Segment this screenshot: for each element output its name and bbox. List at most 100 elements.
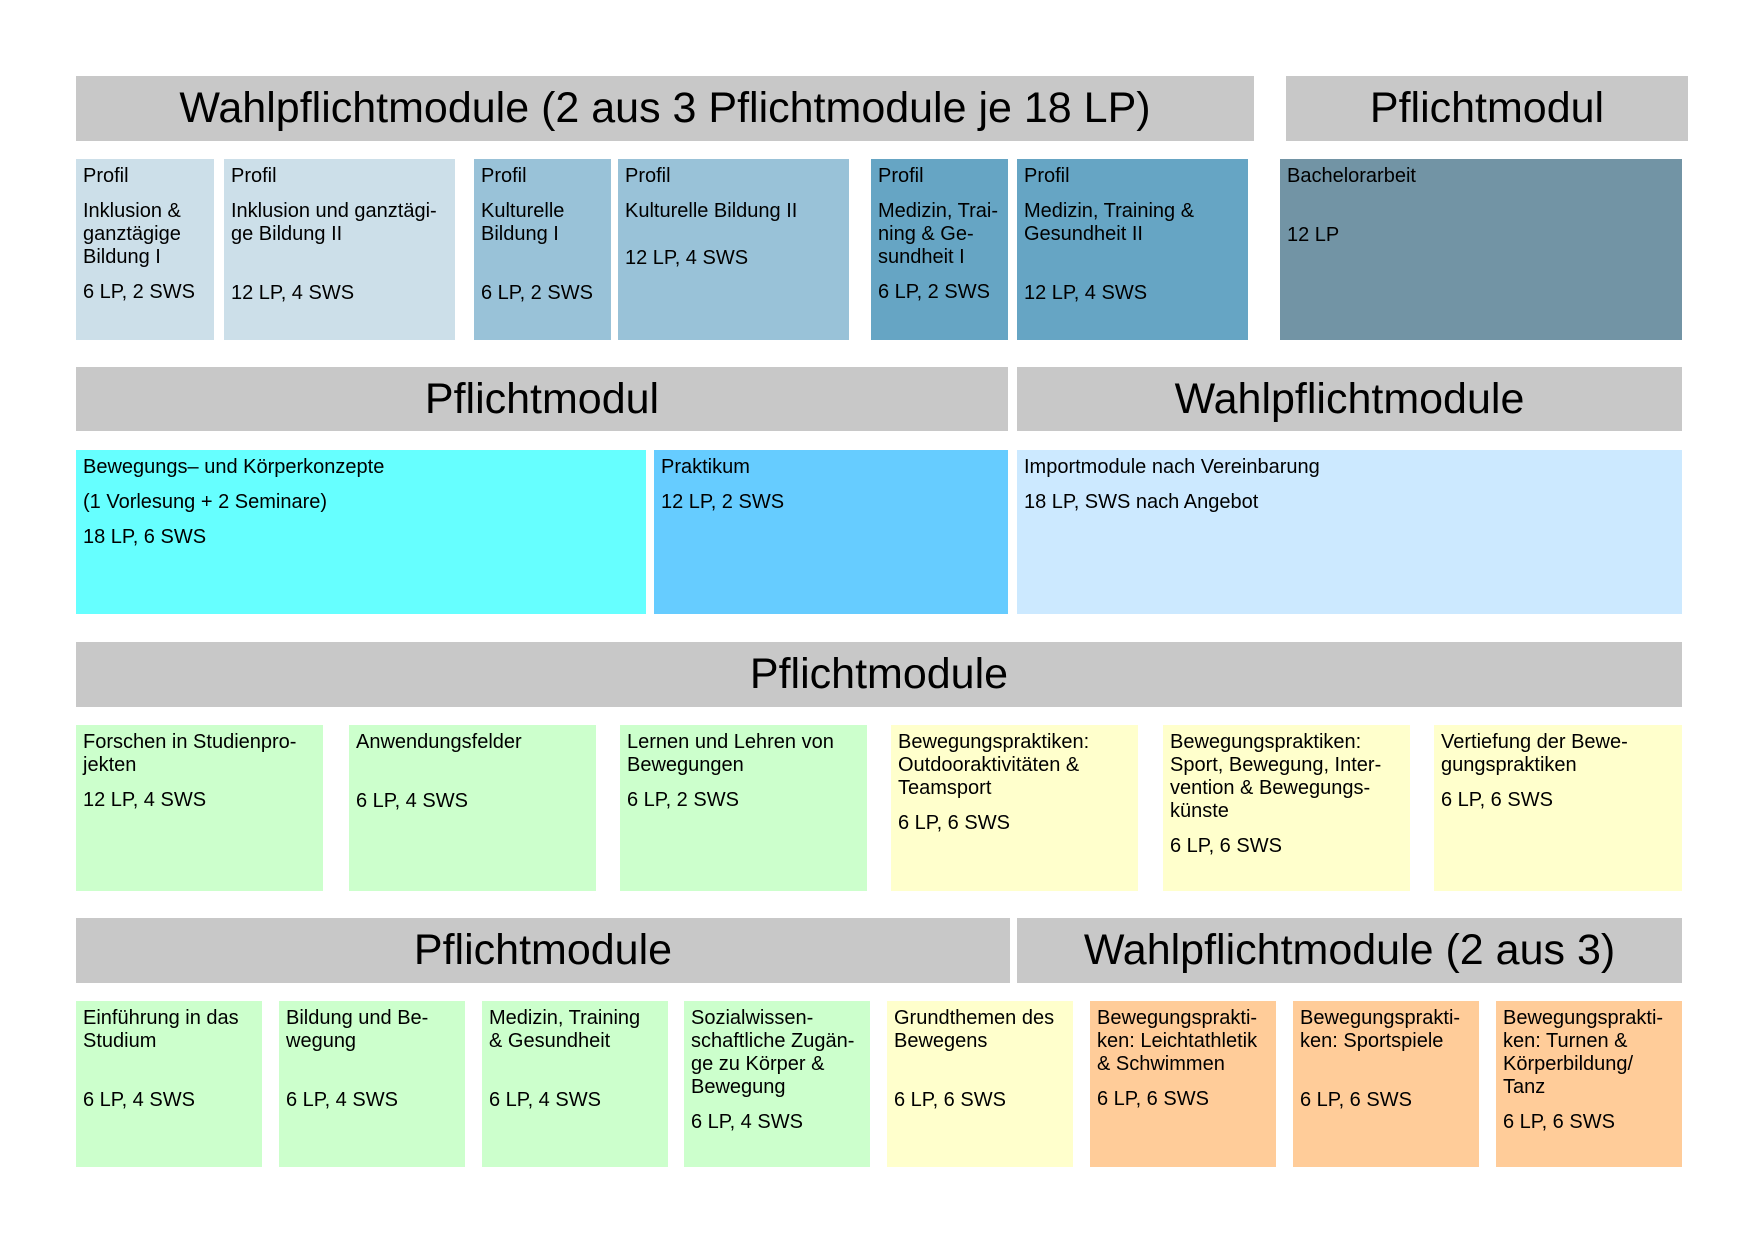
module-text-line: 12 LP, 4 SWS — [83, 789, 207, 811]
module-text-line: Bewegens — [894, 1030, 988, 1052]
line-gap — [83, 269, 207, 281]
module-text-line: Sozialwissen- — [691, 1007, 814, 1029]
module-text-line: Lernen und Lehren von — [627, 731, 834, 753]
module-text-line: Profil — [878, 165, 924, 187]
row4-header-wahlpflicht-2aus3: Wahlpflichtmodule (2 aus 3) — [1017, 918, 1682, 983]
module-text-line: 6 LP, 6 SWS — [1300, 1089, 1412, 1111]
module-text-line: 12 LP, 4 SWS — [1024, 282, 1148, 304]
module-text-line: Inklusion und ganztägi- — [231, 200, 437, 222]
line-gap — [481, 246, 604, 258]
module-text-line: schaftliche Zugän- — [691, 1030, 855, 1052]
line-gap — [83, 1053, 255, 1065]
module-text-line: 6 LP, 6 SWS — [1441, 789, 1553, 811]
line-gap — [489, 1065, 661, 1077]
module-text-line: Einführung in das — [83, 1007, 239, 1029]
module-leichtathletik: Bewegungsprakti-ken: Leichtathletik& Sch… — [1090, 1001, 1276, 1167]
module-text-line: Outdooraktivitäten & — [898, 754, 1080, 776]
line-gap — [1024, 479, 1675, 491]
module-text-line: Bewegungs– und Körperkonzepte — [83, 456, 385, 478]
module-text-line: 18 LP, 6 SWS — [83, 526, 207, 548]
module-text-line: Bewegungsprakti- — [1097, 1007, 1258, 1029]
line-gap — [286, 1065, 458, 1077]
module-text-line: gungspraktiken — [1441, 754, 1577, 776]
line-gap — [83, 777, 316, 789]
module-text-line: Medizin, Training — [489, 1007, 641, 1029]
module-text-line: ganztägige — [83, 223, 181, 245]
line-gap — [1024, 258, 1241, 270]
module-text-line: Teamsport — [898, 777, 992, 799]
module-text-line: 6 LP, 4 SWS — [286, 1089, 398, 1111]
module-text-line: 6 LP, 4 SWS — [83, 1089, 195, 1111]
module-text-line: ken: Leichtathletik — [1097, 1030, 1258, 1052]
module-text-line: Kulturelle — [481, 200, 565, 222]
module-text-line: Praktikum — [661, 456, 750, 478]
module-turnen: Bewegungsprakti-ken: Turnen &Körperbildu… — [1496, 1001, 1682, 1167]
line-gap — [1024, 188, 1241, 200]
line-gap — [83, 188, 207, 200]
module-text-line: 6 LP, 6 SWS — [894, 1089, 1006, 1111]
module-text-line: Profil — [1024, 165, 1070, 187]
module-text-line: 18 LP, SWS nach Angebot — [1024, 491, 1259, 513]
line-gap — [481, 188, 604, 200]
line-gap — [627, 777, 860, 789]
module-text-line: 12 LP, 2 SWS — [661, 491, 785, 513]
line-gap — [489, 1053, 661, 1065]
module-text-line: jekten — [83, 754, 137, 776]
line-gap — [83, 479, 639, 491]
line-gap — [661, 479, 1001, 491]
module-text-line: Bildung I — [83, 246, 161, 268]
line-gap — [898, 800, 1131, 812]
module-text-line: & Schwimmen — [1097, 1053, 1225, 1075]
module-text-line: Bildung und Be- — [286, 1007, 429, 1029]
module-text-line: 6 LP, 4 SWS — [489, 1089, 601, 1111]
module-text-line: 6 LP, 6 SWS — [1170, 835, 1282, 857]
line-gap — [481, 258, 604, 270]
module-text-line: Kulturelle Bildung II — [625, 200, 798, 222]
line-gap — [1287, 188, 1675, 200]
module-text-line: Medizin, Training & — [1024, 200, 1195, 222]
module-text-line: Profil — [625, 165, 671, 187]
module-text-line: Bachelorarbeit — [1287, 165, 1416, 187]
line-gap — [1503, 1099, 1675, 1111]
line-gap — [83, 1077, 255, 1089]
module-text-line: Tanz — [1503, 1076, 1546, 1098]
module-text-line: vention & Bewegungs- — [1170, 777, 1371, 799]
module-text-line: sundheit I — [878, 246, 965, 268]
line-gap — [286, 1077, 458, 1089]
module-text-line: Grundthemen des — [894, 1007, 1055, 1029]
line-gap — [356, 778, 589, 790]
module-text-line: ning & Ge- — [878, 223, 974, 245]
line-gap — [356, 766, 589, 778]
module-text-line: Bewegungsprakti- — [1503, 1007, 1664, 1029]
module-text-line: ken: Sportspiele — [1300, 1030, 1444, 1052]
line-gap — [1300, 1053, 1472, 1065]
line-gap — [1024, 246, 1241, 258]
module-text-line: & Gesundheit — [489, 1030, 611, 1052]
line-gap — [691, 1099, 863, 1111]
module-text-line: Profil — [83, 165, 129, 187]
module-text-line: 6 LP, 2 SWS — [627, 789, 739, 811]
module-text-line: 6 LP, 2 SWS — [83, 281, 195, 303]
line-gap — [231, 258, 448, 270]
module-text-line: 6 LP, 4 SWS — [356, 790, 468, 812]
line-gap — [1170, 823, 1403, 835]
line-gap — [83, 514, 639, 526]
module-text-line: 12 LP, 4 SWS — [625, 247, 749, 269]
module-text-line: Bewegungspraktiken: — [1170, 731, 1362, 753]
module-text-line: Importmodule nach Vereinbarung — [1024, 456, 1320, 478]
line-gap — [1097, 1076, 1269, 1088]
line-gap — [1287, 212, 1675, 224]
module-text-line: Profil — [231, 165, 277, 187]
line-gap — [231, 246, 448, 258]
